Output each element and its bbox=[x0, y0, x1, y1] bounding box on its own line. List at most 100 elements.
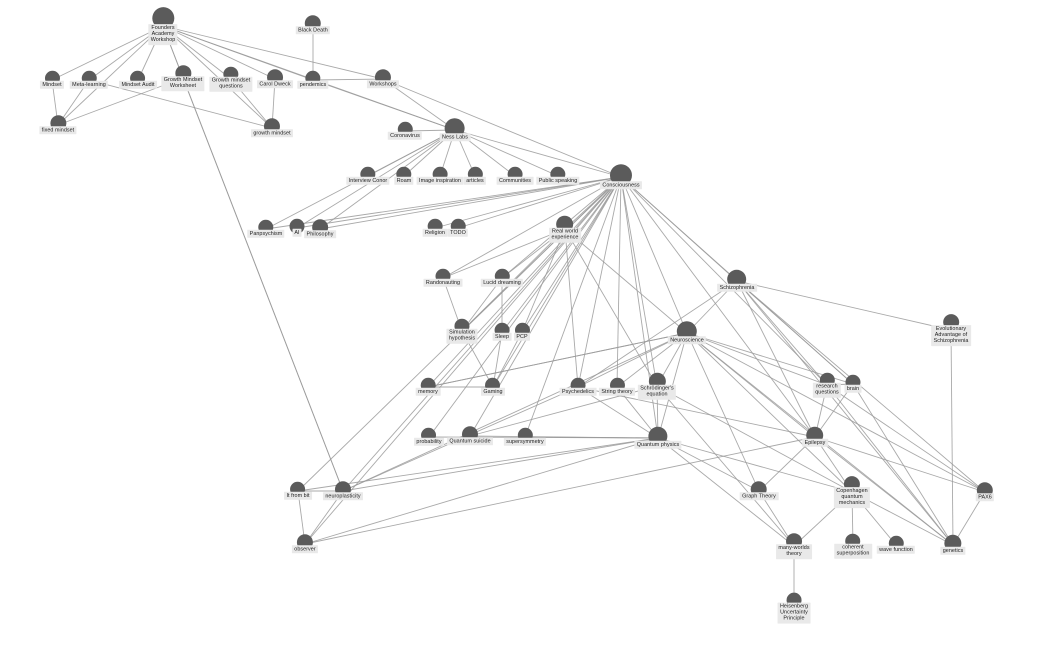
graph-node-label: Consciousness bbox=[599, 181, 643, 190]
graph-node-genetics[interactable]: genetics bbox=[940, 534, 966, 556]
graph-node-many-worlds-theory[interactable]: many-worlds theory bbox=[776, 533, 812, 559]
graph-node-mindset[interactable]: Mindset bbox=[39, 70, 65, 90]
graph-node-neuroscience[interactable]: Neuroscience bbox=[667, 321, 707, 345]
graph-node-quantum-suicide[interactable]: Quantum suicide bbox=[446, 426, 494, 446]
graph-node-label: Image inspiration bbox=[416, 176, 464, 186]
graph-edge bbox=[319, 176, 622, 230]
graph-edge bbox=[428, 176, 622, 438]
graph-edge bbox=[492, 331, 523, 388]
graph-node-ness-labs[interactable]: Ness Labs bbox=[439, 118, 471, 142]
graph-node-schizophrenia[interactable]: Schizophrenia bbox=[717, 269, 757, 293]
graph-node-observer[interactable]: observer bbox=[291, 534, 319, 554]
graph-edge bbox=[454, 129, 559, 177]
graph-node-label: research questions bbox=[812, 382, 842, 398]
graph-edge bbox=[427, 332, 688, 388]
graph-node-label: wave function bbox=[876, 545, 916, 555]
graph-node-workshops[interactable]: Workshops bbox=[366, 69, 400, 89]
graph-edge bbox=[304, 436, 816, 545]
graph-node-simulation-hypothesis[interactable]: Simulation hypothesis bbox=[446, 318, 478, 344]
graph-node-label: It from bit bbox=[284, 491, 312, 501]
graph-edge bbox=[382, 78, 622, 178]
graph-edge bbox=[524, 436, 659, 439]
graph-node-roam[interactable]: Roam bbox=[394, 166, 414, 186]
graph-node-label: Religion bbox=[422, 228, 448, 238]
graph-node-coronavirus[interactable]: Coronavirus bbox=[387, 121, 423, 141]
graph-edge bbox=[736, 280, 816, 438]
graph-node-pax6[interactable]: PAX6 bbox=[975, 482, 995, 502]
graph-node-panpsychism[interactable]: Panpsychism bbox=[247, 219, 285, 239]
graph-node-articles[interactable]: articles bbox=[463, 166, 487, 186]
graph-node-public-speaking[interactable]: Public speaking bbox=[536, 166, 580, 186]
graph-node-it-from-bit[interactable]: It from bit bbox=[284, 481, 312, 501]
graph-edge bbox=[686, 332, 828, 386]
graph-node-image-inspiration[interactable]: Image inspiration bbox=[416, 166, 464, 186]
graph-edge bbox=[826, 384, 954, 546]
graph-node-research-questions[interactable]: research questions bbox=[812, 372, 842, 398]
graph-node-copenhagen-quantum-mechanics[interactable]: Copenhagen quantum mechanics bbox=[833, 476, 871, 508]
graph-node-pendemics[interactable]: pendemics bbox=[297, 70, 329, 90]
graph-node-heisenberg-uncertainty-principle[interactable]: Heisenberg Uncertainty Principle bbox=[777, 592, 811, 624]
graph-node-fixed-mindset[interactable]: fixed mindset bbox=[39, 115, 77, 135]
graph-node-label: genetics bbox=[940, 546, 966, 556]
graph-node-quantum-physics[interactable]: Quantum physics bbox=[634, 426, 682, 450]
graph-node-pcp[interactable]: PCP bbox=[513, 322, 531, 342]
graph-node-real-world-experience[interactable]: Real world experience bbox=[549, 215, 581, 243]
graph-node-growth-mindset-worksheet[interactable]: Growth Mindset Worksheet bbox=[161, 65, 205, 91]
graph-node-carol-dweck[interactable]: Carol Dweck bbox=[257, 69, 293, 89]
graph-node-label: Workshops bbox=[366, 80, 400, 89]
graph-node-dot[interactable] bbox=[151, 7, 174, 30]
graph-node-schrodingers-equation[interactable]: Schrödinger's equation bbox=[637, 372, 677, 400]
graph-node-coherent-superposition[interactable]: coherent superposition bbox=[834, 533, 872, 559]
graph-edge bbox=[442, 228, 566, 279]
graph-node-philosophy[interactable]: Philosophy bbox=[304, 219, 336, 239]
graph-node-string-theory[interactable]: String theory bbox=[598, 377, 636, 397]
graph-node-dot[interactable] bbox=[609, 164, 632, 187]
graph-node-label: Sleep bbox=[492, 332, 512, 342]
graph-edge bbox=[296, 176, 622, 229]
graph-node-sleep[interactable]: Sleep bbox=[492, 322, 512, 342]
graph-node-label: Black Death bbox=[295, 26, 331, 35]
graph-node-evolutionary-advantage-of-schizophrenia[interactable]: Evolutionary Advantage of Schizophrenia bbox=[931, 314, 971, 346]
graph-node-label: Interview Conor bbox=[346, 176, 390, 186]
graph-node-wave-function[interactable]: wave function bbox=[876, 535, 916, 555]
graph-node-religion[interactable]: Religion bbox=[422, 218, 448, 238]
graph-node-lucid-dreaming[interactable]: Lucid dreaming bbox=[480, 268, 524, 288]
graph-edge bbox=[814, 436, 986, 493]
graph-node-brain[interactable]: brain bbox=[844, 374, 862, 394]
graph-node-founders-academy-workshop[interactable]: Founders Academy Workshop bbox=[148, 7, 178, 45]
graph-node-mindset-audit[interactable]: Mindset Audit bbox=[119, 70, 157, 90]
graph-node-graph-theory[interactable]: Graph Theory bbox=[739, 481, 779, 501]
graph-edge bbox=[686, 332, 986, 493]
graph-node-interview-conor[interactable]: Interview Conor bbox=[346, 166, 390, 186]
graph-edge bbox=[620, 176, 816, 438]
graph-edge bbox=[312, 79, 456, 131]
graph-node-meta-learning[interactable]: Meta-learning bbox=[69, 70, 109, 90]
graph-node-growth-mindset-questions[interactable]: Growth mindset questions bbox=[209, 66, 253, 92]
graph-node-black-death[interactable]: Black Death bbox=[295, 15, 331, 35]
graph-node-consciousness[interactable]: Consciousness bbox=[599, 164, 643, 190]
graph-node-randonauting[interactable]: Randonauting bbox=[423, 268, 463, 288]
graph-node-growth-mindset[interactable]: growth mindset bbox=[250, 118, 294, 138]
graph-edge bbox=[950, 329, 954, 546]
graph-node-epilepsy[interactable]: Epilepsy bbox=[802, 426, 828, 448]
graph-node-label: many-worlds theory bbox=[776, 544, 812, 559]
graph-node-supersymmetry[interactable]: supersymmetry bbox=[503, 427, 547, 447]
graph-node-communities[interactable]: Communities bbox=[496, 166, 534, 186]
graph-node-psychedelics[interactable]: Psychedelics bbox=[559, 377, 597, 397]
graph-edge bbox=[814, 436, 954, 546]
graph-node-label: Lucid dreaming bbox=[480, 278, 524, 288]
graph-node-memory[interactable]: memory bbox=[415, 377, 441, 397]
graph-node-ai[interactable]: AI bbox=[289, 218, 305, 238]
graph-node-label: observer bbox=[291, 545, 319, 554]
graph-node-label: PCP bbox=[513, 332, 531, 342]
graph-node-gaming[interactable]: Gaming bbox=[481, 377, 505, 397]
graph-node-label: Panpsychism bbox=[247, 229, 285, 239]
graph-node-todo[interactable]: TODO bbox=[447, 218, 469, 238]
graph-node-probability[interactable]: probability bbox=[414, 427, 444, 447]
graph-edge bbox=[577, 176, 622, 388]
graph-edge bbox=[826, 384, 986, 493]
graph-edge bbox=[686, 332, 853, 493]
graph-node-neuroplasticity[interactable]: neuroplasticity bbox=[322, 481, 364, 501]
graph-node-label: fixed mindset bbox=[39, 126, 77, 135]
